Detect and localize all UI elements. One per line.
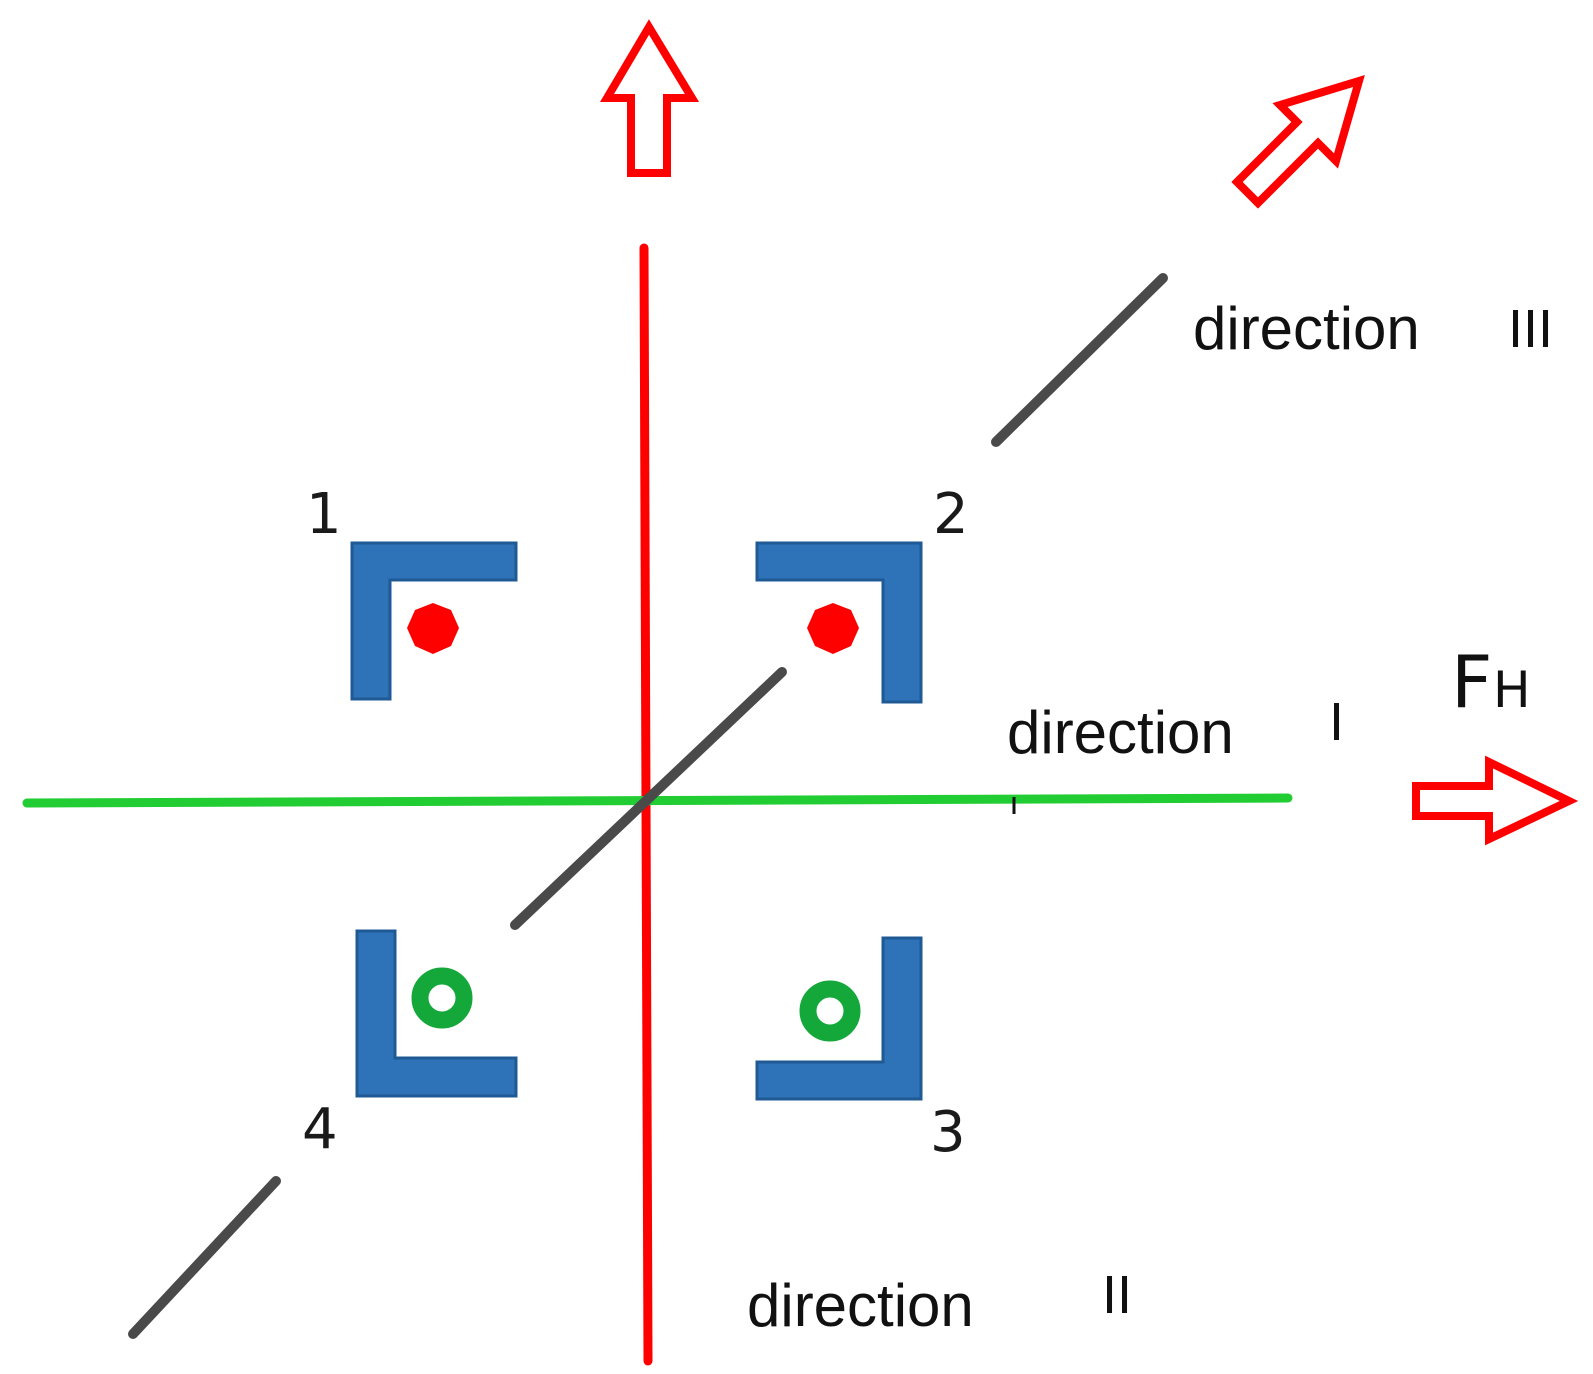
corner-3-number: 3	[930, 1100, 966, 1165]
diagonal-arrow	[1231, 75, 1365, 209]
hollow-arrow-up-right-icon	[1231, 75, 1365, 209]
corner-4-number: 4	[302, 1097, 338, 1162]
direction-I-numeral: I	[1329, 692, 1344, 752]
corner-1-bracket	[350, 541, 518, 701]
diagonal-axis-middle-segment	[510, 667, 787, 930]
force-subscript: H	[1493, 661, 1531, 719]
corner-2-bracket	[755, 541, 923, 704]
diagonal-axis-upper-segment	[991, 273, 1168, 447]
diagonal-axis	[128, 273, 1168, 1339]
direction-III-label: direction III	[1193, 295, 1553, 362]
direction-III-numeral: III	[1508, 299, 1553, 359]
corner-1-solid-dot	[407, 603, 459, 654]
corner-2: 2	[755, 482, 969, 704]
diagonal-axis-lower-segment	[128, 1176, 281, 1339]
hollow-arrow-right-icon	[1412, 755, 1579, 846]
right-arrow	[1412, 755, 1579, 846]
horizontal-axis-line	[22, 793, 1293, 808]
corner-4-ring-dot	[411, 967, 473, 1029]
corner-3-bracket	[755, 936, 923, 1101]
corner-3-ring-dot	[799, 980, 861, 1042]
up-arrow	[599, 19, 700, 177]
hollow-arrow-up-icon	[599, 19, 700, 177]
corner-2-number: 2	[933, 482, 969, 547]
direction-II-word: direction	[747, 1272, 974, 1339]
direction-I-word: direction	[1007, 699, 1234, 766]
direction-II-label: direction II	[747, 1265, 1132, 1339]
corner-4: 4	[302, 929, 518, 1162]
direction-II-numeral: II	[1102, 1265, 1132, 1325]
direction-III-word: direction	[1193, 295, 1420, 362]
corner-3: 3	[755, 936, 966, 1165]
force-symbol: F	[1451, 640, 1492, 724]
corner-4-bracket	[355, 929, 518, 1098]
corner-2-solid-dot	[807, 603, 859, 654]
corner-1-number: 1	[306, 482, 342, 547]
force-label: F H	[1451, 640, 1531, 724]
corner-1: 1	[306, 482, 518, 701]
direction-I-label: direction I	[1007, 692, 1344, 766]
